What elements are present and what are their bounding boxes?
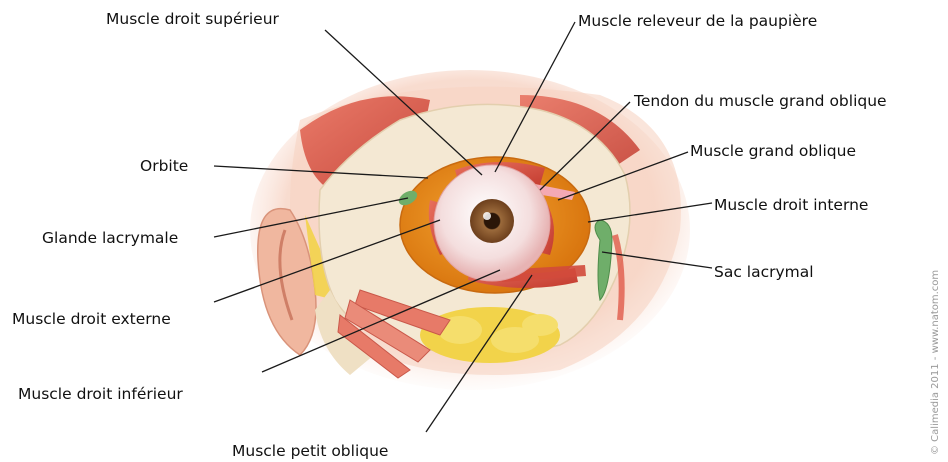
label-orbite: Orbite: [140, 157, 188, 175]
label-muscle-petit-oblique: Muscle petit oblique: [232, 442, 388, 460]
label-muscle-droit-inferieur: Muscle droit inférieur: [18, 385, 183, 403]
label-muscle-releveur: Muscle releveur de la paupière: [578, 12, 817, 30]
copyright-text: © Calimedia 2011 - www.natom.com: [930, 270, 941, 455]
label-tendon-grand-oblique: Tendon du muscle grand oblique: [634, 92, 887, 110]
cheek-fat: [420, 307, 560, 363]
label-sac-lacrymal: Sac lacrymal: [714, 263, 814, 281]
eyeball: [434, 165, 550, 281]
label-muscle-droit-interne: Muscle droit interne: [714, 196, 868, 214]
label-muscle-droit-externe: Muscle droit externe: [12, 310, 171, 328]
label-muscle-droit-superieur: Muscle droit supérieur: [106, 10, 279, 28]
label-glande-lacrymale: Glande lacrymale: [42, 229, 178, 247]
label-muscle-grand-oblique: Muscle grand oblique: [690, 142, 856, 160]
